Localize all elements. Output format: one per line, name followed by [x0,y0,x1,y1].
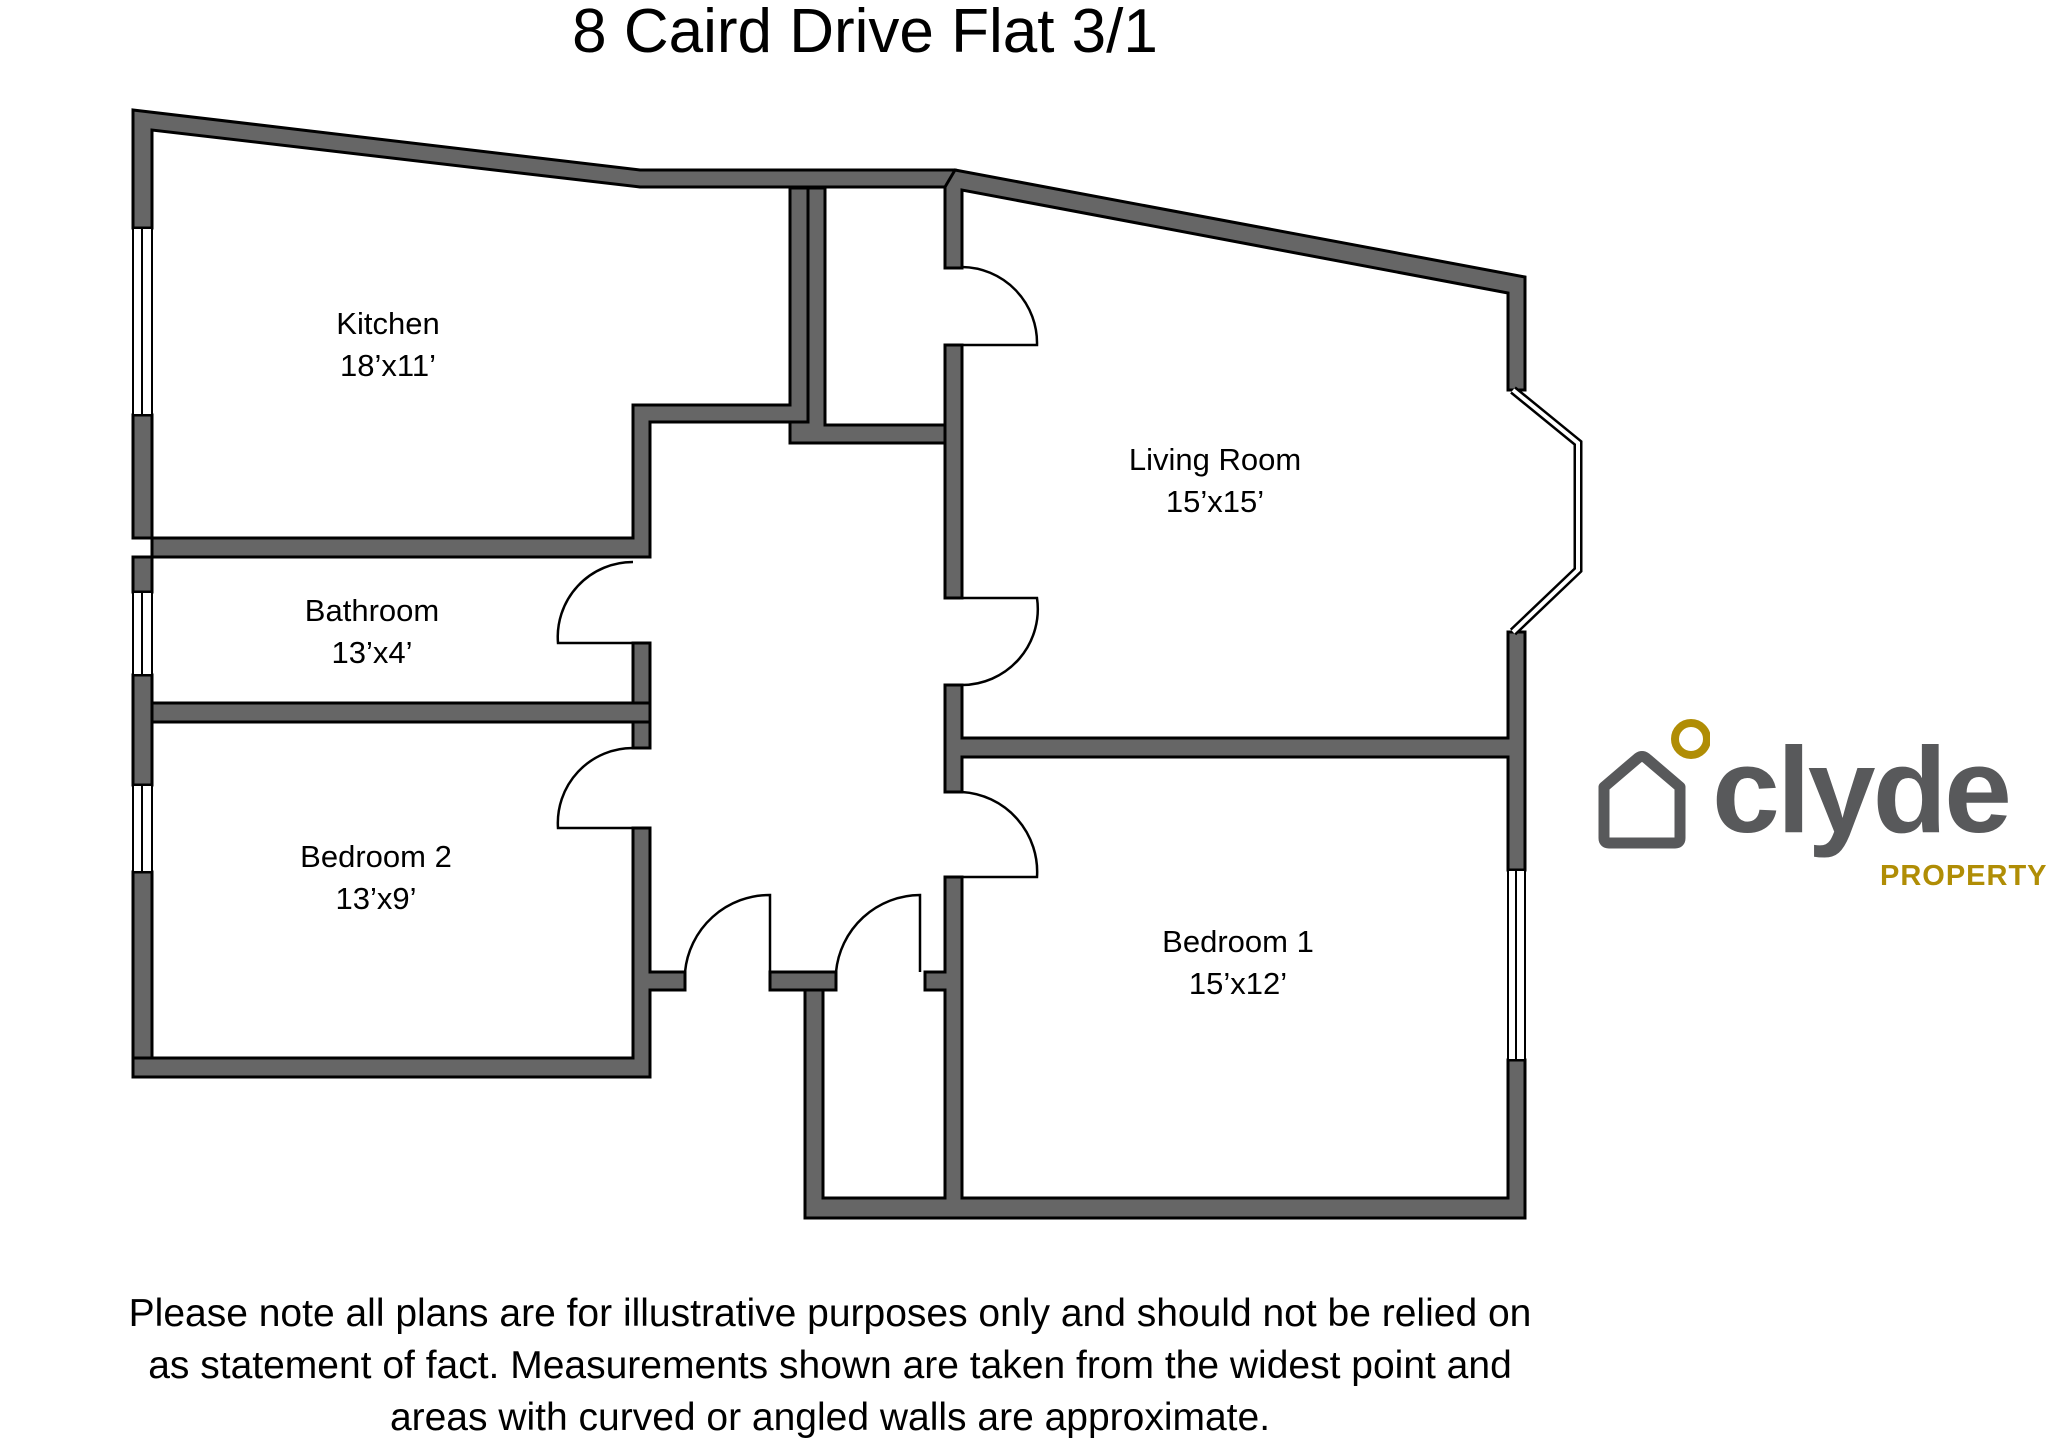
logo-wordmark: clyde [1712,722,2012,858]
wall-hall-right-1 [943,343,964,600]
wall-cupboard-left [788,186,947,445]
wall-kitchen-bottom [150,186,810,559]
door-living [961,596,1039,687]
wall-hall-right-3 [768,875,1527,1220]
wall-hall-right-2 [943,630,1527,872]
room-size-bathroom: 13’x4’ [332,635,413,670]
room-label-kitchen: Kitchen [336,306,439,341]
disclaimer-line: Please note all plans are for illustrati… [128,1292,1532,1335]
room-label-living: Living Room [1129,442,1301,477]
logo-subtitle: PROPERTY [1880,860,2048,892]
door-bathroom [556,560,634,645]
door-bedroom1 [961,790,1039,879]
wall-hall-stub [768,970,838,992]
clyde-property-logo: clyde PROPERTY [1590,712,2048,902]
wall-top-left-slant [131,108,957,230]
wall-bath-bottom [150,701,652,747]
disclaimer: Please note all plans are for illustrati… [0,1288,1660,1444]
plan-title: 8 Caird Drive Flat 3/1 [572,0,1158,66]
wall-left-4 [131,870,154,1079]
wall-left-2 [131,555,154,594]
room-label-bedroom1: Bedroom 1 [1162,924,1314,959]
room-size-bedroom2: 13’x9’ [336,881,417,916]
room-size-kitchen: 18’x11’ [340,348,436,383]
disclaimer-line: as statement of fact. Measurements shown… [148,1344,1512,1387]
room-size-living: 15’x15’ [1166,484,1264,519]
wall-bed2-right-top [631,720,652,750]
door-hall-left [683,893,772,973]
room-size-bedroom1: 15’x12’ [1189,966,1287,1001]
wall-left-1 [131,413,154,540]
door-cupboard [961,265,1039,347]
wall-left-3 [131,673,154,787]
room-label-bathroom: Bathroom [305,593,439,628]
door-hall-right [834,893,922,973]
disclaimer-line: areas with curved or angled walls are ap… [389,1396,1271,1439]
door-bedroom2 [556,746,634,830]
room-label-bedroom2: Bedroom 2 [300,839,452,874]
window-bay [1509,386,1583,636]
wall-bed2-right [131,826,687,1079]
wall-top-right-slant [943,168,1527,392]
house-icon [1598,719,1710,849]
